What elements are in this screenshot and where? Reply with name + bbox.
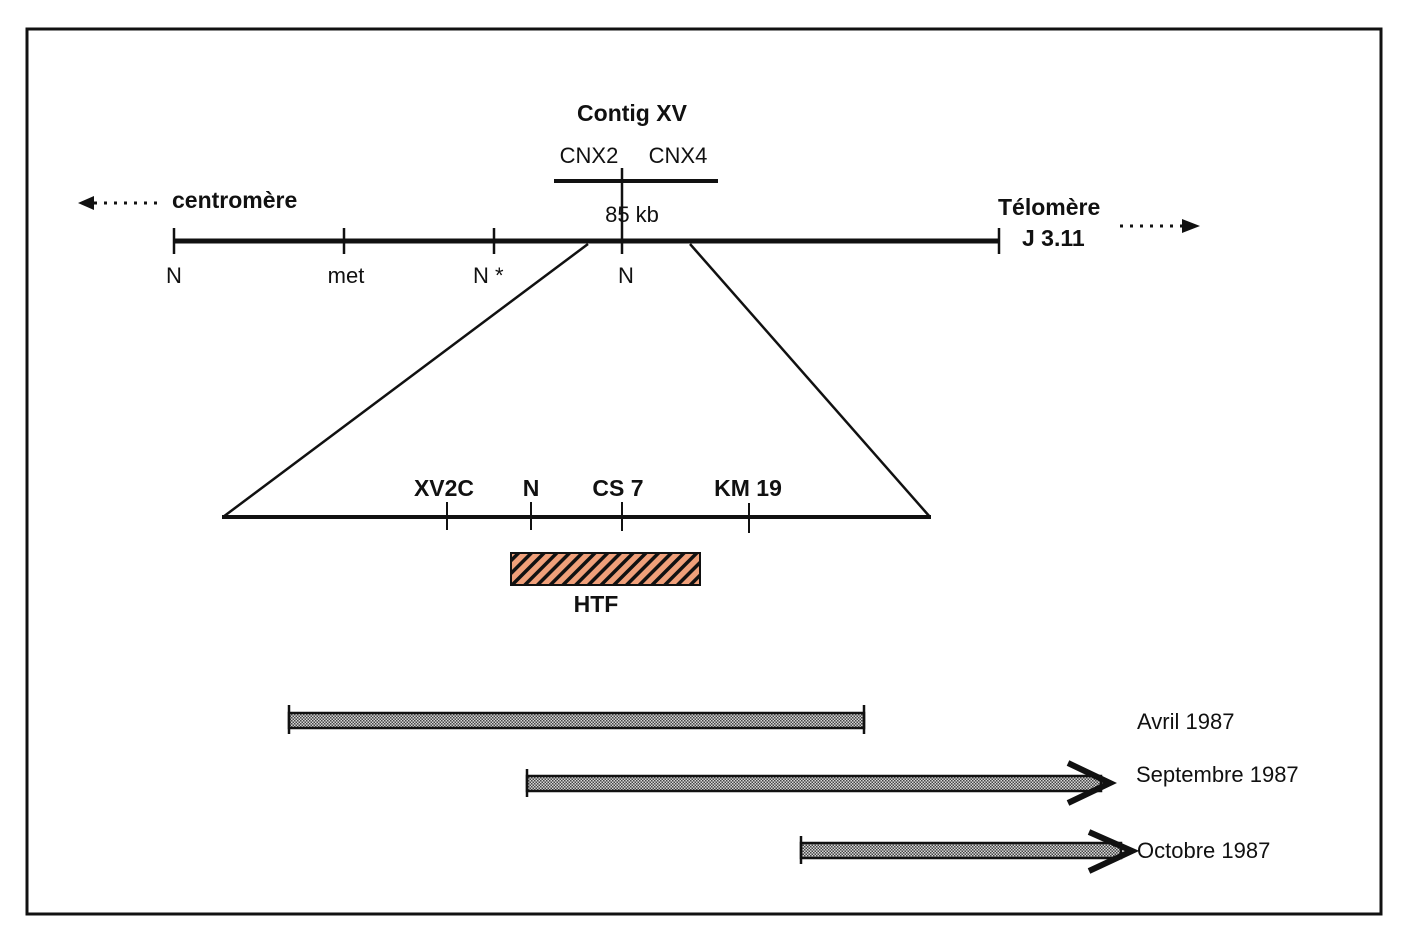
marker-label-n-star: N * [473, 263, 504, 288]
marker-label-n2: N [618, 263, 634, 288]
telomere-label: Télomère [998, 194, 1100, 220]
detail-label-n: N [523, 475, 540, 501]
detail-label-xv2c: XV2C [414, 475, 474, 501]
open-end-arrow-icon [1087, 829, 1140, 874]
timeline-bar-avril [287, 705, 866, 734]
right-arrow-icon [1120, 219, 1200, 233]
centromere-label: centromère [172, 187, 297, 213]
timeline-label-septembre: Septembre 1987 [1136, 762, 1299, 787]
figure-frame [25, 27, 1383, 916]
contig-title: Contig XV [577, 100, 688, 126]
detail-label-cs7: CS 7 [592, 475, 643, 501]
contig-size-label: 85 kb [605, 202, 659, 227]
timeline-bar-octobre [799, 829, 1140, 874]
telomere-marker-label: J 3.11 [1022, 225, 1085, 251]
marker-label-met: met [328, 263, 365, 288]
open-end-arrow-icon [1066, 760, 1117, 806]
timeline-bar-septembre [525, 760, 1117, 806]
timeline-label-avril: Avril 1987 [1137, 709, 1234, 734]
detail-marker [446, 502, 750, 533]
zoom-right-edge [689, 243, 931, 518]
contig-left-label: CNX2 [560, 143, 619, 168]
timeline-label-octobre: Octobre 1987 [1137, 838, 1270, 863]
marker-label-n1: N [166, 263, 182, 288]
contig-right-label: CNX4 [649, 143, 708, 168]
detail-label-km19: KM 19 [714, 475, 782, 501]
left-arrow-icon [78, 196, 158, 210]
chromosome-marker [342, 195, 624, 254]
htf-label: HTF [574, 591, 619, 617]
zoom-left-edge [222, 242, 589, 519]
htf-region [510, 552, 701, 586]
